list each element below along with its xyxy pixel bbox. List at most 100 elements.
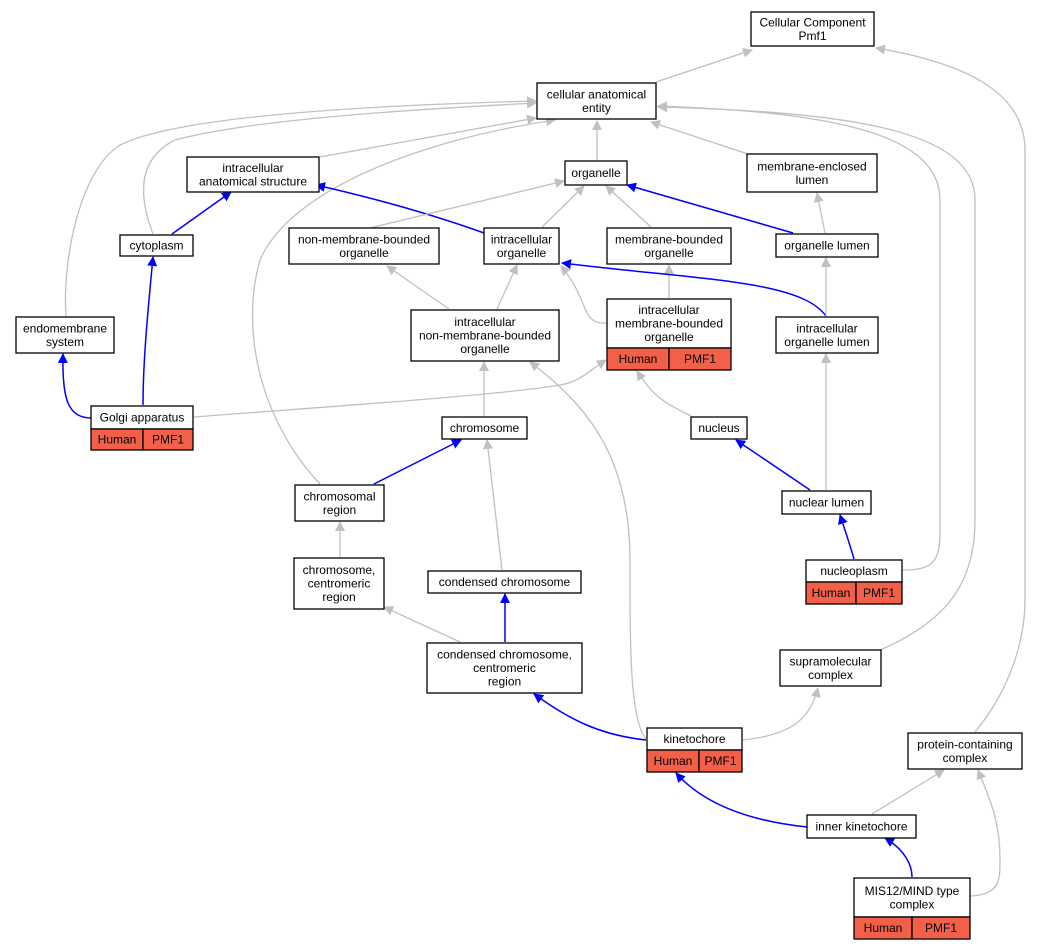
is-a-edge-organelle-lumen-to-membrane-enclosed-lumen (813, 192, 826, 234)
node-box (853, 877, 971, 918)
node-label: nuclear lumen (789, 496, 864, 510)
node-nuclear-lumen[interactable]: nuclear lumen (781, 490, 872, 515)
is-a-edge-cellular-anatomical-entity-to-cellular-component (655, 48, 753, 83)
is-a-edge-intracellular-membrane-bounded-organelle-to-intracellular-organelle (560, 265, 608, 324)
part-of-edge-nuclear-lumen-to-nucleus (735, 439, 811, 491)
part-of-edge-cytoplasm-to-intracellular-anatomical-structure (171, 191, 232, 235)
node-label: cytoplasm (129, 239, 183, 253)
node-label: nucleoplasm (820, 564, 887, 578)
node-nucleus[interactable]: nucleus (690, 416, 748, 440)
node-box (427, 570, 582, 594)
gene-tag: PMF1 (684, 352, 716, 366)
node-box (779, 649, 882, 687)
node-organelle[interactable]: organelle (564, 160, 628, 186)
node-condensed-chromosome[interactable]: condensed chromosome (427, 570, 582, 594)
node-label: region (322, 590, 355, 604)
node-box (806, 814, 917, 839)
node-label: region (488, 675, 521, 689)
node-label: cellular anatomical (547, 87, 646, 101)
is-a-edge-intracellular-non-membrane-bounded-organelle-to-intracellular-organelle (496, 264, 518, 310)
node-box (441, 416, 528, 440)
node-box (426, 642, 583, 694)
node-label: condensed chromosome, (437, 648, 572, 662)
species-tag: Human (619, 352, 658, 366)
node-box (690, 416, 748, 440)
species-tag: Human (864, 921, 903, 935)
node-label: membrane-enclosed (757, 159, 866, 173)
node-organelle-lumen[interactable]: organelle lumen (775, 233, 879, 258)
node-label: complex (943, 751, 988, 765)
gene-tag: PMF1 (152, 433, 184, 447)
node-label: intracellular (454, 315, 515, 329)
node-label: organelle lumen (784, 239, 869, 253)
node-box (907, 732, 1023, 770)
node-label: Golgi apparatus (100, 411, 185, 425)
node-label: Pmf1 (798, 29, 826, 43)
node-label: entity (582, 101, 611, 115)
node-box (775, 233, 879, 258)
part-of-edge-golgi-apparatus-to-cytoplasm (142, 256, 158, 406)
part-of-edge-inner-kinetochore-to-kinetochore (675, 772, 808, 828)
node-chromosome[interactable]: chromosome (441, 416, 528, 440)
part-of-edge-chromosomal-region-to-chromosome (373, 439, 462, 485)
node-label: centromeric (473, 661, 536, 675)
node-label: complex (890, 897, 935, 911)
node-label: anatomical structure (199, 174, 307, 188)
is-a-edge-golgi-apparatus-to-intracellular-membrane-bounded-organelle (193, 359, 607, 418)
node-label: endomembrane (23, 321, 107, 335)
node-label: chromosomal (303, 489, 375, 503)
is-a-edge-kinetochore-to-intracellular-non-membrane-bounded-organelle (529, 361, 647, 740)
node-box (536, 82, 657, 120)
gene-tag: PMF1 (863, 586, 895, 600)
node-label: protein-containing (917, 737, 1012, 751)
gene-tag: PMF1 (704, 754, 736, 768)
node-label: kinetochore (663, 732, 725, 746)
gene-tag-box (911, 916, 971, 940)
node-label: organelle (644, 246, 694, 260)
node-box (606, 227, 732, 265)
node-intracellular-membrane-bounded-organelle[interactable]: intracellularmembrane-boundedorganelleHu… (606, 298, 732, 371)
node-label: organelle (644, 330, 694, 344)
node-label: lumen (796, 173, 829, 187)
node-inner-kinetochore[interactable]: inner kinetochore (806, 814, 917, 839)
part-of-edge-kinetochore-to-condensed-chromosome-centromeric-region (533, 693, 647, 741)
node-box (750, 11, 875, 47)
is-a-edge-non-membrane-bounded-organelle-to-organelle (369, 178, 565, 229)
node-label: complex (808, 668, 853, 682)
species-tag: Human (654, 754, 693, 768)
node-label: Cellular Component (759, 15, 866, 29)
node-box (186, 156, 320, 193)
node-cytoplasm[interactable]: cytoplasm (119, 234, 194, 257)
node-label: intracellular (796, 321, 857, 335)
node-intracellular-non-membrane-bounded-organelle[interactable]: intracellularnon-membrane-boundedorganel… (410, 309, 560, 362)
gene-tag-box (855, 581, 903, 605)
edges (57, 44, 1026, 897)
node-label: organelle (339, 246, 389, 260)
part-of-edge-golgi-apparatus-to-endomembrane-system (57, 353, 93, 419)
node-box (294, 484, 385, 522)
is-a-edge-condensed-chromosome-to-chromosome (483, 439, 503, 571)
node-label: region (323, 503, 356, 517)
node-label: supramolecular (789, 654, 871, 668)
is-a-edge-protein-containing-complex-to-cellular-component (875, 44, 1026, 733)
